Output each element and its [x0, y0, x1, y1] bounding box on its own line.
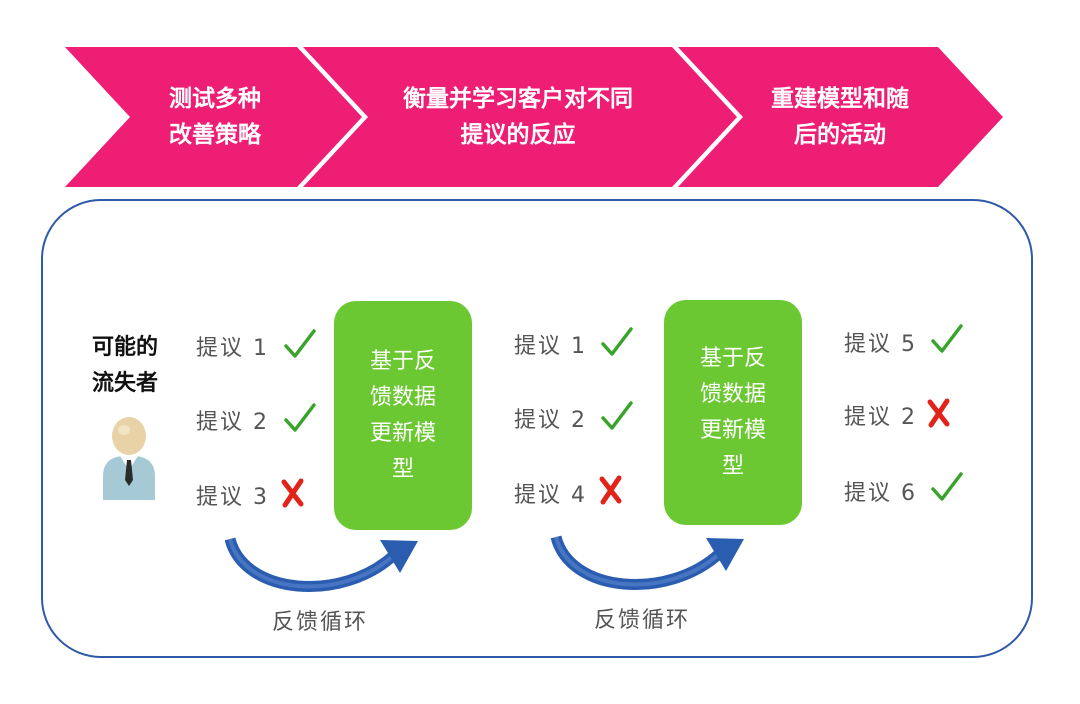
offer-label: 提议 2 [844, 405, 917, 430]
offer-label: 提议 6 [844, 481, 917, 506]
offer-label: 提议 5 [844, 332, 917, 357]
cross-icon [281, 478, 304, 508]
churn-risk-label: 可能的 流失者 [91, 335, 158, 396]
update-model-box: 基于反 馈数据 更新模 型 [664, 300, 802, 525]
update-model-box: 基于反 馈数据 更新模 型 [334, 301, 472, 530]
feedback-arrow-icon [224, 537, 418, 593]
check-icon [931, 472, 963, 501]
feedback-loop-label: 反馈循环 [594, 608, 691, 633]
chevron-step-3 [678, 47, 1003, 187]
offer-label: 提议 1 [514, 334, 587, 359]
cross-icon [927, 398, 950, 428]
step-3-text: 重建模型和随 后的活动 [771, 86, 909, 148]
check-icon [601, 327, 633, 356]
feedback-loop-label: 反馈循环 [272, 610, 369, 635]
feedback-arrow-icon [550, 535, 744, 591]
chevron-step-2 [303, 47, 737, 187]
offer-label: 提议 2 [514, 408, 587, 433]
offer-label: 提议 2 [196, 410, 269, 435]
offer-label: 提议 4 [514, 483, 587, 508]
cross-icon [599, 475, 622, 505]
feedback-panel [41, 199, 1033, 658]
banner-chevrons [65, 47, 1003, 187]
chevron-step-1 [65, 47, 362, 187]
process-banner: 测试多种 改善策略 衡量并学习客户对不同 提议的反应 重建模型和随 后的活动 [0, 0, 1080, 200]
step-2-text: 衡量并学习客户对不同 提议的反应 [403, 86, 633, 148]
customer-avatar-icon [103, 417, 155, 500]
check-icon [931, 324, 963, 353]
offer-label: 提议 3 [196, 485, 269, 510]
offer-label: 提议 1 [196, 336, 269, 361]
step-1-text: 测试多种 改善策略 [169, 86, 261, 148]
check-icon [284, 329, 316, 358]
check-icon [601, 401, 633, 430]
check-icon [284, 403, 316, 432]
